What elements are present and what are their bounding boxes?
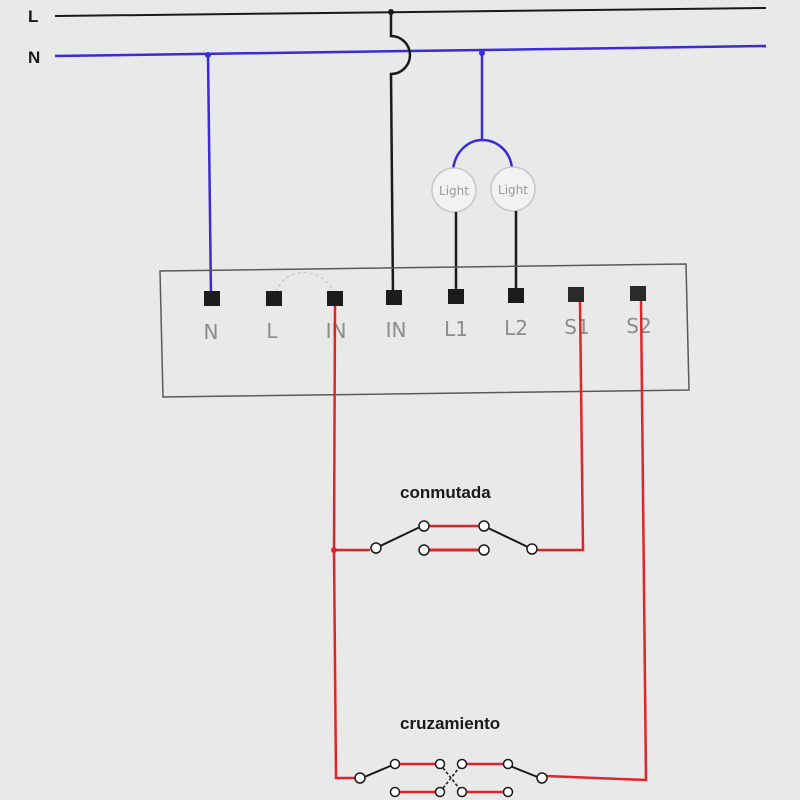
live-bus-label: L bbox=[28, 7, 38, 26]
neutral-to-terminal-wire bbox=[206, 54, 213, 297]
neutral-to-lights-wire bbox=[451, 53, 514, 171]
two-way-junction bbox=[331, 547, 337, 553]
terminal-in-1 bbox=[327, 291, 343, 306]
two-way-contact bbox=[478, 544, 490, 556]
terminal-label-l1: L1 bbox=[444, 317, 468, 341]
live-bus-wire bbox=[54, 7, 767, 17]
terminal-label-l: L bbox=[266, 319, 278, 343]
terminal-s2 bbox=[630, 286, 646, 301]
intermediate-contact bbox=[502, 758, 514, 770]
terminal-label-s1: S1 bbox=[564, 315, 589, 339]
intermediate-contact bbox=[389, 786, 401, 798]
terminal-blocks bbox=[204, 286, 646, 306]
jumper-arc bbox=[275, 271, 335, 293]
terminal-label-n: N bbox=[204, 320, 219, 344]
terminal-l2 bbox=[508, 288, 524, 303]
terminal-in-2 bbox=[386, 290, 402, 305]
two-way-contact bbox=[418, 520, 430, 532]
s1-to-two-way-wire bbox=[537, 301, 585, 552]
intermediate-switch bbox=[354, 758, 548, 798]
switch-wiring bbox=[332, 300, 648, 782]
module-box bbox=[159, 263, 690, 398]
two-way-contact bbox=[418, 544, 430, 556]
two-way-contact bbox=[478, 520, 490, 532]
terminal-s1 bbox=[568, 287, 584, 302]
intermediate-contact bbox=[434, 758, 446, 770]
intermediate-contact bbox=[456, 758, 468, 770]
terminal-n bbox=[204, 291, 220, 306]
light-1: Light bbox=[431, 167, 477, 213]
intermediate-switch-title: cruzamiento bbox=[400, 714, 500, 733]
light-2: Light bbox=[490, 166, 536, 212]
intermediate-contact bbox=[536, 772, 548, 784]
two-way-switch bbox=[331, 520, 538, 556]
light-2-label: Light bbox=[498, 183, 528, 197]
intermediate-contact bbox=[434, 786, 446, 798]
terminal-label-s2: S2 bbox=[626, 314, 651, 338]
terminal-label-l2: L2 bbox=[504, 316, 528, 340]
live-to-in-wire bbox=[389, 12, 412, 297]
two-way-contact bbox=[370, 542, 382, 554]
terminal-l1 bbox=[448, 289, 464, 304]
two-way-switch-title: conmutada bbox=[400, 483, 491, 502]
s2-to-intermediate-wire bbox=[545, 300, 648, 782]
terminal-l bbox=[266, 291, 282, 306]
in-to-switches-wire bbox=[332, 305, 355, 780]
intermediate-contact bbox=[502, 786, 514, 798]
intermediate-contact bbox=[389, 758, 401, 770]
intermediate-contact bbox=[456, 786, 468, 798]
two-way-contact bbox=[526, 543, 538, 555]
intermediate-contact bbox=[354, 772, 366, 784]
neutral-bus-label: N bbox=[28, 48, 40, 67]
light-1-label: Light bbox=[439, 184, 469, 198]
terminal-label-in-2: IN bbox=[386, 318, 407, 342]
